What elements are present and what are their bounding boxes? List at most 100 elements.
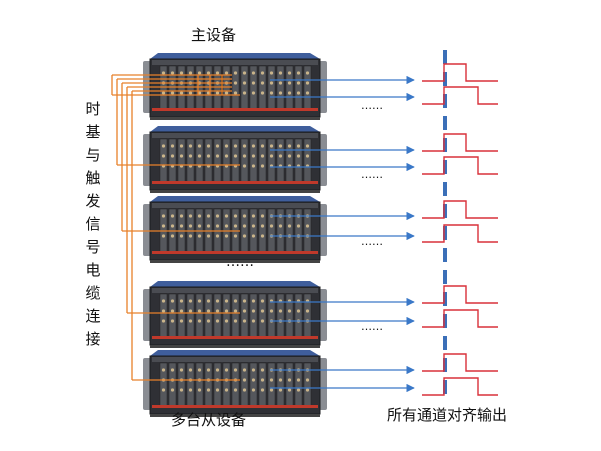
connector xyxy=(206,234,211,238)
chassis-bottom-stripe xyxy=(152,108,318,111)
connector xyxy=(215,224,220,228)
connector xyxy=(260,388,265,392)
connector xyxy=(197,234,202,238)
chassis-base xyxy=(150,260,320,263)
connector xyxy=(296,378,301,382)
cable-label-char: 基 xyxy=(85,123,101,141)
connector xyxy=(278,154,283,158)
connector xyxy=(206,214,211,218)
connector xyxy=(188,234,193,238)
connector xyxy=(170,234,175,238)
chassis-label-strip xyxy=(152,133,318,138)
connector xyxy=(260,309,265,313)
connector xyxy=(197,144,202,148)
connector xyxy=(260,71,265,75)
connector xyxy=(179,91,184,95)
connector xyxy=(251,164,256,168)
connector xyxy=(305,91,310,95)
cable-label-char: 时 xyxy=(85,100,101,118)
connector xyxy=(269,144,274,148)
connector xyxy=(215,319,220,323)
connector xyxy=(242,299,247,303)
connector xyxy=(170,319,175,323)
connector xyxy=(242,164,247,168)
connector xyxy=(170,299,175,303)
connector xyxy=(287,91,292,95)
connector xyxy=(188,299,193,303)
connector xyxy=(215,214,220,218)
connector xyxy=(179,309,184,313)
connector xyxy=(188,71,193,75)
waveform-lower xyxy=(422,377,498,396)
right-handle xyxy=(319,134,327,186)
connector xyxy=(242,368,247,372)
chassis-top-cap xyxy=(150,126,320,132)
aligned-output-label: 所有通道对齐输出 xyxy=(387,406,507,424)
connector xyxy=(179,368,184,372)
connector xyxy=(251,144,256,148)
connector xyxy=(206,368,211,372)
connector xyxy=(188,368,193,372)
connector xyxy=(242,388,247,392)
connector xyxy=(233,71,238,75)
ellipsis-between-devices: …… xyxy=(226,254,254,270)
connector xyxy=(161,299,166,303)
connector xyxy=(197,224,202,228)
connector xyxy=(179,299,184,303)
connector xyxy=(287,378,292,382)
connector xyxy=(251,234,256,238)
connector xyxy=(233,368,238,372)
master-chassis xyxy=(143,53,327,120)
left-handle xyxy=(143,134,151,186)
connector xyxy=(278,81,283,85)
ellipsis-row-2: …… xyxy=(361,168,383,181)
connector xyxy=(197,154,202,158)
chassis-bottom-stripe xyxy=(152,181,318,184)
connector xyxy=(260,144,265,148)
connector xyxy=(251,154,256,158)
connector xyxy=(278,144,283,148)
left-handle xyxy=(143,204,151,256)
connector xyxy=(170,368,175,372)
slaves-label: 多台从设备 xyxy=(171,411,246,429)
chassis-bottom-stripe xyxy=(152,405,318,408)
chassis-label-strip xyxy=(152,288,318,293)
aligned-waveforms xyxy=(422,63,498,396)
connector xyxy=(206,299,211,303)
connector xyxy=(170,91,175,95)
connector xyxy=(233,154,238,158)
connector xyxy=(260,224,265,228)
connector xyxy=(296,71,301,75)
connector xyxy=(260,154,265,158)
waveform-upper xyxy=(422,285,498,304)
connector xyxy=(197,214,202,218)
master-label: 主设备 xyxy=(191,26,236,44)
left-handle xyxy=(143,289,151,341)
connector xyxy=(188,91,193,95)
cable-label-char: 与 xyxy=(85,146,101,164)
connector xyxy=(260,81,265,85)
waveform-lower xyxy=(422,224,498,243)
connector xyxy=(197,299,202,303)
chassis-top-cap xyxy=(150,53,320,59)
connector xyxy=(224,319,229,323)
connector xyxy=(197,368,202,372)
sync-cables xyxy=(111,74,240,381)
ellipsis-row-3: …… xyxy=(361,235,383,248)
cable-label-char: 接 xyxy=(85,330,101,348)
cable-connection-label: 时基与触发信号电缆连接 xyxy=(84,98,102,351)
connector xyxy=(287,144,292,148)
connector xyxy=(188,144,193,148)
cable-label-char: 发 xyxy=(85,192,101,210)
connector xyxy=(188,214,193,218)
connector xyxy=(206,154,211,158)
right-handle xyxy=(319,204,327,256)
connector xyxy=(251,299,256,303)
connector xyxy=(287,309,292,313)
connector xyxy=(179,214,184,218)
connector xyxy=(188,309,193,313)
connector xyxy=(233,214,238,218)
connector xyxy=(278,309,283,313)
connector xyxy=(287,388,292,392)
connector xyxy=(242,154,247,158)
